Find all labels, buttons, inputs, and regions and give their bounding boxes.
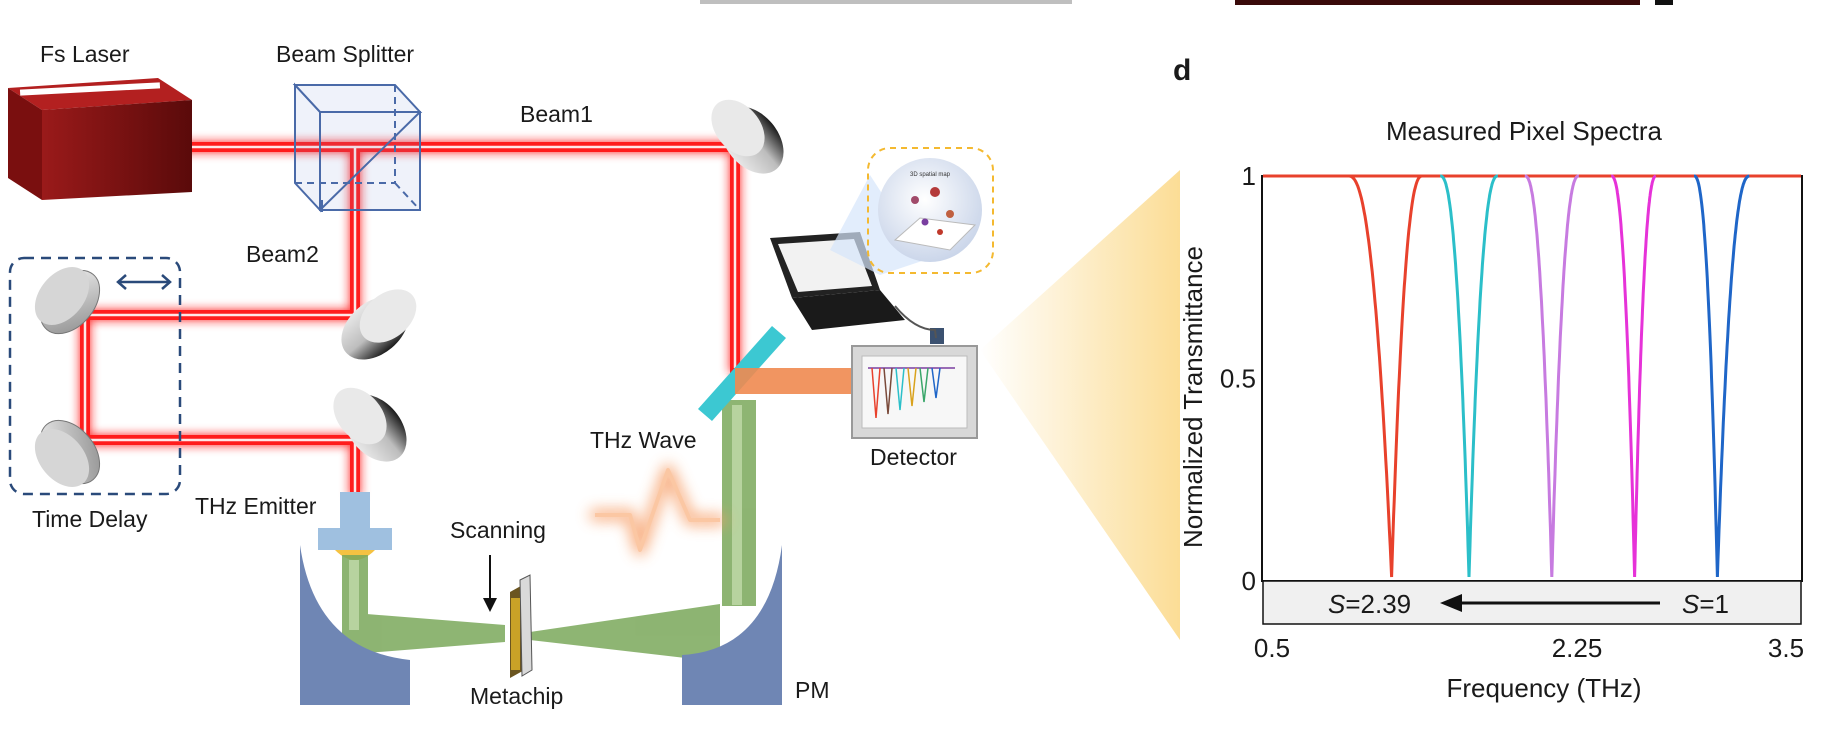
label-detector: Detector — [870, 444, 957, 470]
chart-title: Measured Pixel Spectra — [1386, 116, 1663, 146]
x-tick-labels: 0.5 2.25 3.5 — [1254, 633, 1804, 663]
x-tick-label: 3.5 — [1768, 633, 1804, 663]
spectrum-series-1 — [1348, 174, 1423, 578]
metachip-icon — [510, 574, 533, 678]
top-scale-mark — [1655, 0, 1673, 5]
time-delay-box — [8, 256, 182, 496]
label-pm: PM — [795, 677, 830, 703]
detector-icon — [851, 328, 978, 439]
top-strip-gray — [700, 0, 1072, 4]
label-fs-laser: Fs Laser — [40, 41, 130, 67]
y-tick-label: 0.5 — [1220, 364, 1256, 394]
y-axis-label: Normalized Transmittance — [1178, 246, 1208, 548]
y-tick-label: 0 — [1242, 566, 1256, 596]
x-tick-label: 0.5 — [1254, 633, 1290, 663]
mirror-emitter-icon — [333, 387, 407, 462]
thz-emitter-icon — [318, 492, 392, 560]
pixel-spectra-chart: d Measured Pixel Spectra Normalized Tran… — [1173, 54, 1804, 703]
label-beam-splitter: Beam Splitter — [276, 41, 414, 67]
label-time-delay: Time Delay — [32, 506, 148, 532]
optical-setup: Fs Laser Beam Splitter Beam1 Beam2 — [8, 41, 994, 709]
spatial-map-inset: 3D spatial map — [867, 147, 994, 274]
y-tick-label: 1 — [1242, 161, 1256, 191]
spectra-curves — [1263, 174, 1801, 578]
mirror-top-right-icon — [711, 99, 784, 174]
label-beam2: Beam2 — [246, 241, 319, 267]
x-axis-label: Frequency (THz) — [1446, 673, 1641, 703]
spectrum-series-5 — [1524, 174, 1579, 578]
mirror-beam2-icon — [341, 289, 417, 360]
delay-arrow-icon — [116, 274, 172, 290]
pm-left-icon — [300, 545, 410, 705]
zoom-glow-wedge — [980, 170, 1180, 640]
label-thz-emitter: THz Emitter — [195, 493, 317, 519]
thz-wave-icon — [589, 464, 726, 556]
delay-mirror-bottom-icon — [34, 419, 101, 487]
label-metachip: Metachip — [470, 683, 563, 709]
label-scanning: Scanning — [450, 517, 546, 543]
pm-right-icon — [682, 545, 782, 705]
fs-laser-icon — [8, 78, 192, 200]
probe-beam-path — [735, 368, 857, 394]
spatial-map-title: 3D spatial map — [910, 172, 951, 178]
delay-mirror-top-icon — [34, 267, 101, 335]
x-tick-label: 2.25 — [1552, 633, 1603, 663]
spectrum-series-3 — [1440, 174, 1498, 578]
s-annotation-left: S=2.39 — [1328, 589, 1411, 619]
spectrum-series-7 — [1611, 174, 1657, 578]
s-annotation: S=2.39 S=1 — [1328, 589, 1729, 619]
panel-letter-d: d — [1173, 54, 1191, 87]
beam-splitter-icon — [292, 82, 423, 213]
thz-beam-highlight — [349, 405, 742, 630]
spectrum-series-9 — [1694, 174, 1750, 578]
label-beam1: Beam1 — [520, 101, 593, 127]
thz-wave-icon-core — [595, 468, 720, 552]
s-annotation-right: S=1 — [1682, 589, 1729, 619]
scanning-arrowhead — [483, 598, 497, 612]
s-annotation-arrowhead — [1440, 594, 1462, 612]
plot-area-border — [1261, 175, 1803, 582]
annotation-band — [1262, 580, 1802, 625]
y-tick-labels: 00.51 — [1220, 161, 1256, 596]
top-strip-dark — [1235, 0, 1640, 5]
label-thz-wave: THz Wave — [590, 427, 697, 453]
